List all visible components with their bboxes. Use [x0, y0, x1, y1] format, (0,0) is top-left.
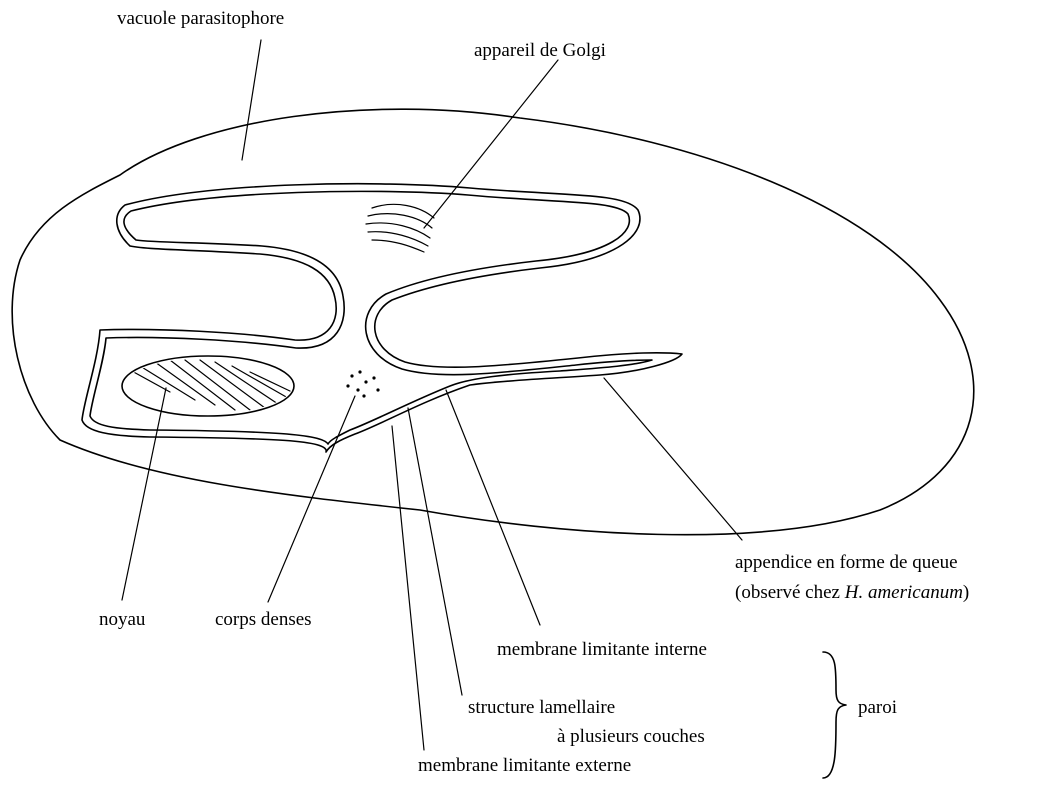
label-nucleus: noyau — [99, 609, 146, 630]
label-appendix-line2: (observé chez H. americanum) — [735, 582, 969, 603]
dense-bodies — [346, 370, 379, 397]
label-appendix-line1: appendice en forme de queue — [735, 552, 958, 573]
nucleus-hatching — [130, 360, 292, 410]
label-vacuole: vacuole parasitophore — [117, 8, 284, 29]
label-lamellar-line2: à plusieurs couches — [557, 726, 705, 747]
label-inner-membrane: membrane limitante interne — [497, 639, 707, 660]
label-outer-membrane: membrane limitante externe — [418, 755, 631, 776]
label-lamellar-line1: structure lamellaire — [468, 697, 615, 718]
label-dense-bodies: corps denses — [215, 609, 312, 630]
wall-bracket — [823, 652, 846, 778]
parasite-body-outer-membrane — [82, 184, 682, 452]
parasitophorous-vacuole-outline — [12, 109, 974, 535]
parasite-body-inner-membrane — [90, 191, 652, 444]
label-wall: paroi — [858, 697, 897, 718]
label-golgi: appareil de Golgi — [474, 40, 606, 61]
